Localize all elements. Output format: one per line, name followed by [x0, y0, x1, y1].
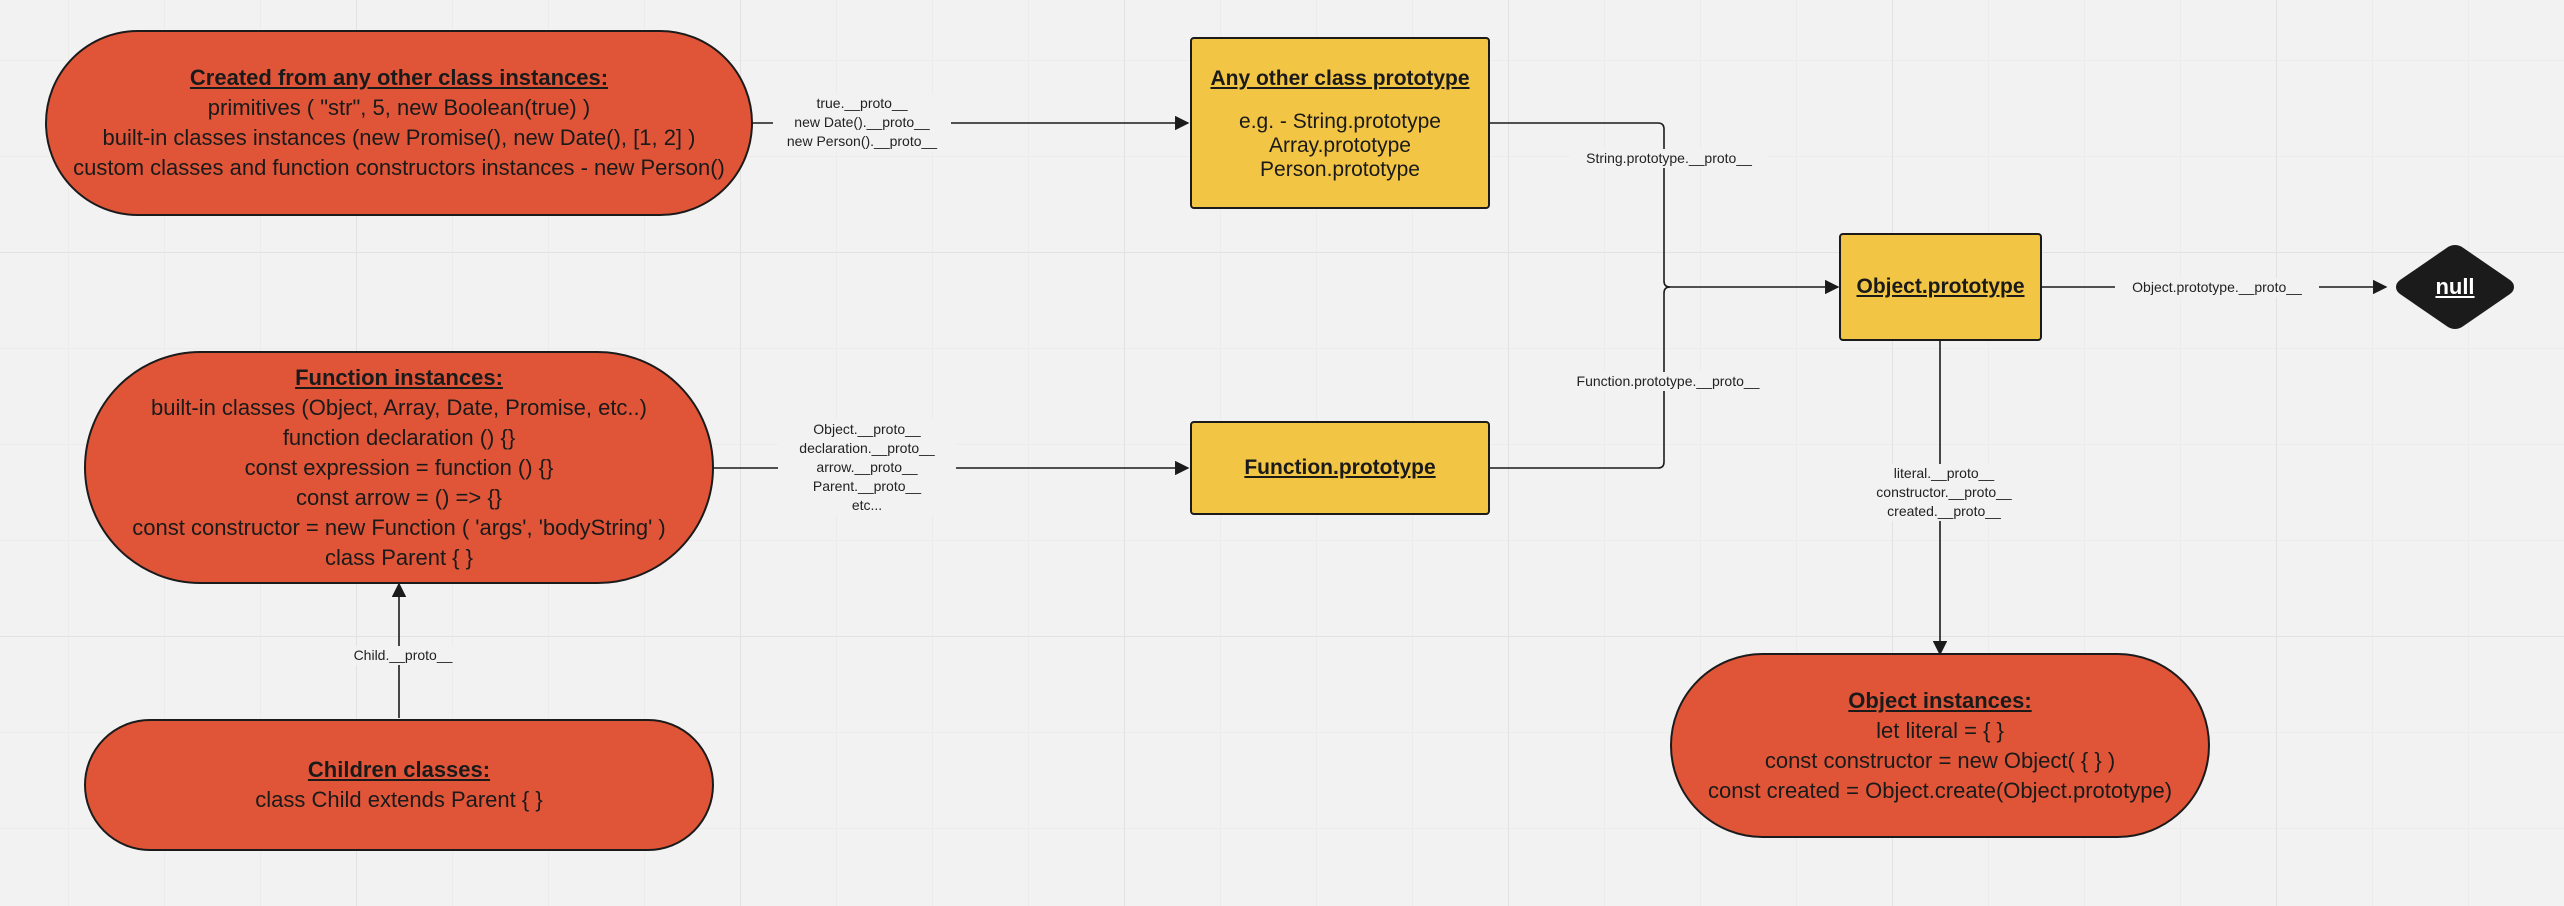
- function-instances-line: const expression = function () {}: [244, 454, 554, 480]
- function-prototype-title: Function.prototype: [1244, 456, 1436, 479]
- other-class-instances-line: primitives ( "str", 5, new Boolean(true)…: [207, 95, 591, 120]
- object-prototype-title: Object.prototype: [1856, 275, 2025, 298]
- edge-label-other-to-proto: true.__proto__ new Date().__proto__ new …: [773, 94, 951, 151]
- object-prototype-node[interactable]: Object.prototype: [1839, 233, 2042, 341]
- object-instances-line: let literal = { }: [1876, 717, 2004, 743]
- children-classes-title: Children classes:: [307, 757, 491, 782]
- object-instances-line: const constructor = new Object( { } ): [1764, 747, 2116, 773]
- children-classes-node[interactable]: Children classes: class Child extends Pa…: [84, 719, 714, 851]
- edge-function-prototype-to-object-prototype: [1490, 286, 1671, 469]
- edge-label-function-prototype-proto: Function.prototype.__proto__: [1562, 372, 1774, 391]
- function-instances-line: const constructor = new Function ( 'args…: [132, 514, 666, 540]
- other-class-instances-line: built-in classes instances (new Promise(…: [102, 125, 696, 150]
- function-instances-line: const arrow = () => {}: [295, 484, 503, 510]
- function-instances-title: Function instances:: [295, 364, 503, 390]
- any-other-class-prototype-node[interactable]: Any other class prototype e.g. - String.…: [1190, 37, 1490, 209]
- edge-label-string-prototype-proto: String.prototype.__proto__: [1570, 149, 1768, 168]
- function-prototype-node[interactable]: Function.prototype: [1190, 421, 1490, 515]
- other-class-instances-title: Created from any other class instances:: [189, 65, 609, 90]
- object-instances-title: Object instances:: [1848, 687, 2032, 713]
- edge-label-child-to-parent: Child.__proto__: [338, 646, 468, 665]
- null-diamond-shape: [2396, 245, 2514, 329]
- function-instances-line: function declaration () {}: [282, 424, 516, 450]
- function-instances-line: built-in classes (Object, Array, Date, P…: [151, 394, 647, 420]
- null-node[interactable]: null: [2390, 242, 2520, 332]
- function-instances-node[interactable]: Function instances: built-in classes (Ob…: [84, 351, 714, 584]
- any-other-class-prototype-line: Person.prototype: [1260, 158, 1420, 181]
- other-class-instances-node[interactable]: Created from any other class instances: …: [45, 30, 753, 216]
- edge-any-prototype-to-object-prototype: [1490, 122, 1840, 295]
- edge-label-objproto-to-instances: literal.__proto__ constructor.__proto__ …: [1860, 464, 2028, 521]
- function-instances-line: class Parent { }: [325, 544, 473, 570]
- object-instances-node[interactable]: Object instances: let literal = { } cons…: [1670, 653, 2210, 838]
- edge-label-object-prototype-to-null: Object.prototype.__proto__: [2115, 278, 2319, 297]
- null-label: null: [2435, 274, 2475, 299]
- any-other-class-prototype-line: e.g. - String.prototype: [1239, 110, 1441, 133]
- object-instances-line: const created = Object.create(Object.pro…: [1707, 777, 2173, 803]
- children-classes-line: class Child extends Parent { }: [255, 787, 543, 812]
- edge-label-func-to-funcproto: Object.__proto__ declaration.__proto__ a…: [778, 420, 956, 515]
- any-other-class-prototype-title: Any other class prototype: [1210, 67, 1470, 90]
- other-class-instances-line: custom classes and function constructors…: [73, 155, 725, 180]
- any-other-class-prototype-line: Array.prototype: [1268, 134, 1411, 157]
